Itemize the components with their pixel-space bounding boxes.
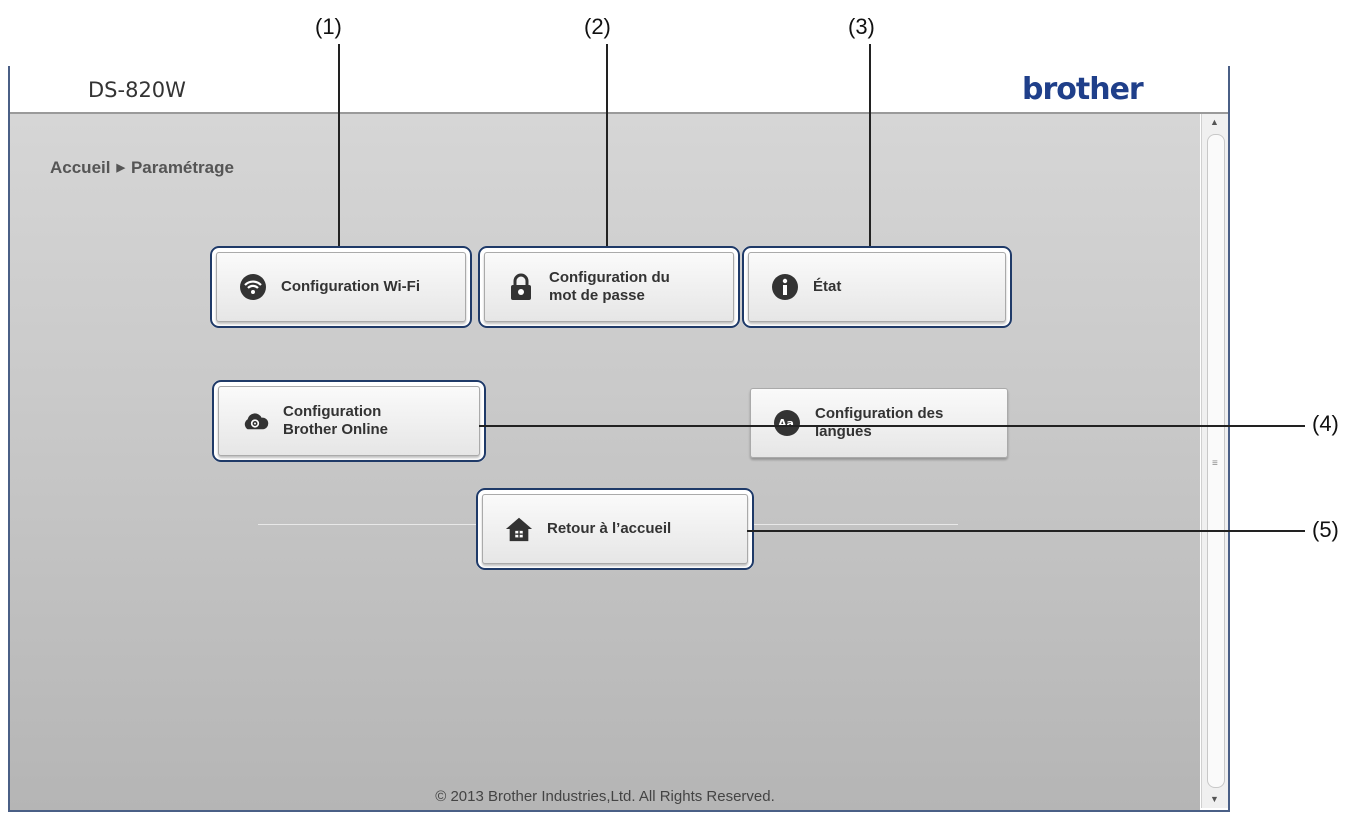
scroll-down-icon[interactable]: ▼: [1210, 794, 1219, 804]
callout-3: (3): [848, 14, 875, 39]
callout-2: (2): [584, 14, 611, 39]
lock-icon: [507, 273, 535, 301]
brother-logo: brother: [1022, 72, 1144, 107]
scrollbar-thumb[interactable]: ≡: [1207, 134, 1225, 788]
home-button[interactable]: Retour à l’accueil: [476, 488, 754, 570]
callout-line-5: [747, 530, 1305, 532]
breadcrumb-current: Paramétrage: [130, 158, 234, 177]
scroll-up-icon[interactable]: ▲: [1210, 117, 1219, 127]
cloud-gear-icon: [241, 407, 269, 435]
language-icon: Aa: [773, 409, 801, 437]
password-config-label: Configuration du mot de passe: [549, 269, 670, 304]
vertical-scrollbar[interactable]: ▲ ≡ ▼: [1201, 114, 1228, 808]
info-icon: [771, 273, 799, 301]
model-name: DS-820W: [88, 78, 186, 102]
home-label: Retour à l’accueil: [547, 520, 672, 537]
callout-4: (4): [1312, 411, 1339, 436]
status-label: État: [813, 278, 842, 295]
copyright-footer: © 2013 Brother Industries,Ltd. All Right…: [435, 788, 775, 805]
callout-line-2: [606, 44, 608, 246]
triangle-right-icon: ▶: [116, 162, 125, 174]
callout-1: (1): [315, 14, 342, 39]
callout-line-1: [338, 44, 340, 246]
password-config-button[interactable]: Configuration du mot de passe: [478, 246, 740, 328]
wifi-config-label: Configuration Wi-Fi: [281, 278, 420, 295]
callout-5: (5): [1312, 517, 1339, 542]
brother-online-label: Configuration Brother Online: [283, 403, 389, 438]
wifi-config-button[interactable]: Configuration Wi-Fi: [210, 246, 472, 328]
brother-online-button[interactable]: Configuration Brother Online: [212, 380, 486, 462]
callout-line-3: [869, 44, 871, 246]
language-config-button[interactable]: Aa Configuration des langues: [750, 388, 1008, 458]
browser-window: DS-820W brother Accueil ▶ Paramétrage Conf…: [8, 66, 1230, 812]
status-button[interactable]: État: [742, 246, 1012, 328]
language-config-label: Configuration des langues: [815, 405, 944, 440]
home-icon: [505, 515, 533, 543]
breadcrumb: Accueil ▶ Paramétrage: [50, 158, 234, 178]
breadcrumb-home[interactable]: Accueil: [50, 158, 111, 177]
main-content: Accueil▶Paramétrage Configuration Wi-Fi …: [10, 114, 1200, 810]
svg-text:Aa: Aa: [778, 417, 794, 430]
page-header: DS-820W brother: [10, 66, 1228, 114]
wifi-icon: [239, 273, 267, 301]
callout-line-4: [479, 425, 1305, 427]
grip-icon: ≡: [1212, 458, 1218, 469]
